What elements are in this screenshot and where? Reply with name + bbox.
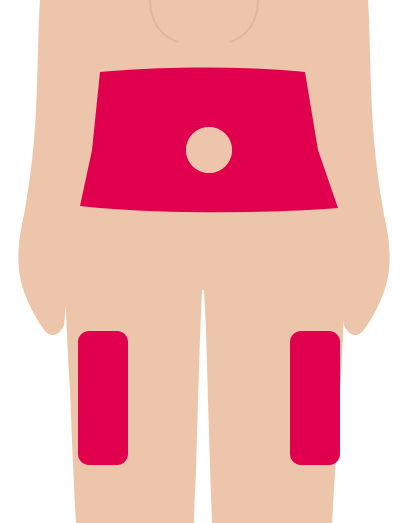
thigh-left-region <box>78 331 128 465</box>
thigh-right-region <box>290 331 340 465</box>
navel <box>186 127 232 173</box>
